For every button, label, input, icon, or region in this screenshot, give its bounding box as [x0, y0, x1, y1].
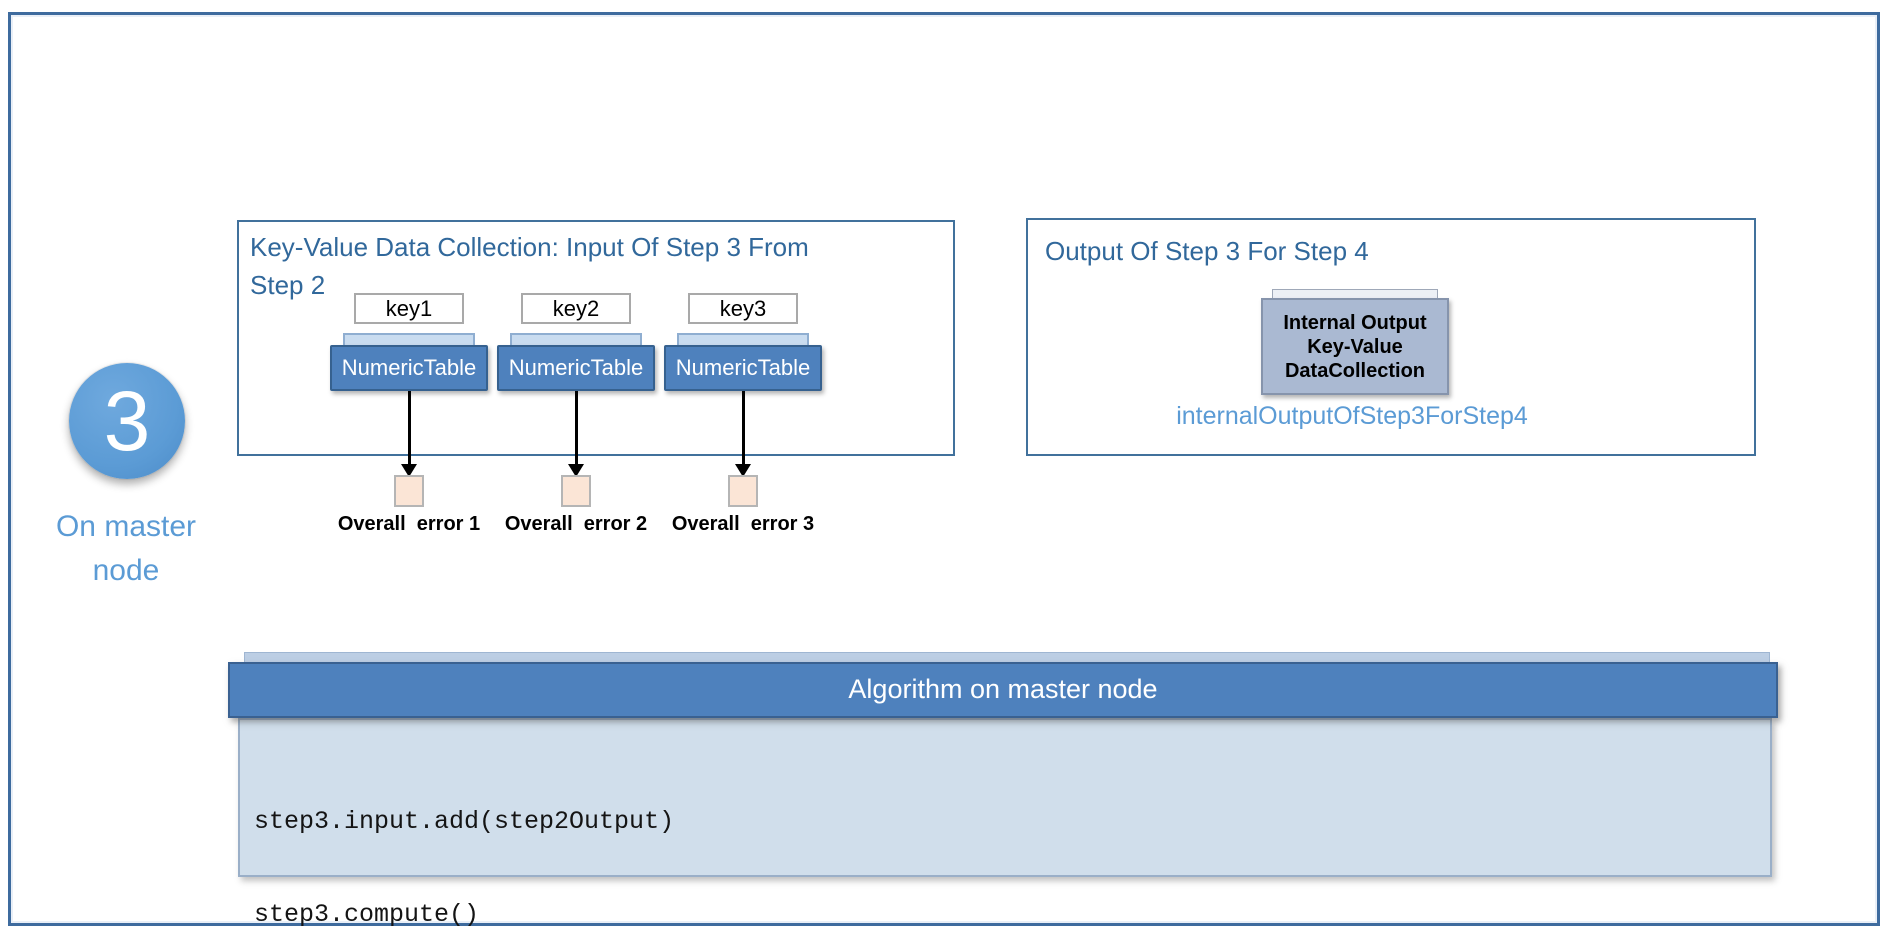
numeric-table-tab: [343, 333, 475, 345]
error-label: Overall error 2: [504, 513, 648, 535]
input-panel-title: Key-Value Data Collection: Input Of Step…: [250, 232, 809, 300]
error-value-box: [394, 475, 424, 507]
output-panel-title: Output Of Step 3 For Step 4: [1045, 236, 1369, 266]
algorithm-header: Algorithm on master node: [228, 662, 1778, 718]
code-block: step3.input.add(step2Output) step3.compu…: [254, 744, 1770, 942]
numeric-table-box: NumericTable: [497, 345, 655, 391]
down-arrow: [568, 391, 584, 477]
arrow-line: [574, 391, 578, 464]
collection-caption: internalOutputOfStep3ForStep4: [1176, 402, 1528, 430]
error-label: Overall error 3: [671, 513, 815, 535]
numeric-table-box: NumericTable: [664, 345, 822, 391]
collection-box-tab: [1272, 289, 1438, 298]
key-label-box: key3: [688, 293, 798, 324]
slide-border: [8, 12, 1880, 926]
arrow-head-icon: [735, 464, 751, 477]
error-value-box: [561, 475, 591, 507]
code-line: step3.compute(): [254, 900, 480, 929]
collection-box: Internal Output Key-Value DataCollection: [1261, 298, 1449, 395]
step-number: 3: [103, 374, 151, 468]
arrow-line: [741, 391, 745, 464]
key-label-box: key1: [354, 293, 464, 324]
key-label-box: key2: [521, 293, 631, 324]
down-arrow: [735, 391, 751, 477]
step-3-badge: 3: [69, 363, 185, 479]
collection-stack: Internal Output Key-Value DataCollection: [1261, 289, 1449, 395]
on-master-node-caption: On master node: [55, 510, 197, 587]
key-column: key2 NumericTable Overall error 2: [491, 293, 661, 536]
code-panel: step3.input.add(step2Output) step3.compu…: [238, 718, 1772, 929]
arrow-head-icon: [568, 464, 584, 477]
error-value-box: [728, 475, 758, 507]
numeric-table-tab: [510, 333, 642, 345]
arrow-head-icon: [401, 464, 417, 477]
key-column: key3 NumericTable Overall error 3: [658, 293, 828, 536]
key-column: key1 NumericTable Overall error 1: [324, 293, 494, 536]
algorithm-title: Algorithm on master node: [848, 674, 1158, 704]
collection-box-line: DataCollection: [1284, 360, 1426, 382]
collection-box-line: Key-Value: [1307, 336, 1403, 358]
numeric-table-tab: [677, 333, 809, 345]
down-arrow: [401, 391, 417, 477]
arrow-line: [407, 391, 411, 464]
numeric-table-box: NumericTable: [330, 345, 488, 391]
collection-box-line: Internal Output: [1283, 312, 1427, 334]
error-label: Overall error 1: [337, 513, 481, 535]
code-line: step3.input.add(step2Output): [254, 807, 675, 836]
